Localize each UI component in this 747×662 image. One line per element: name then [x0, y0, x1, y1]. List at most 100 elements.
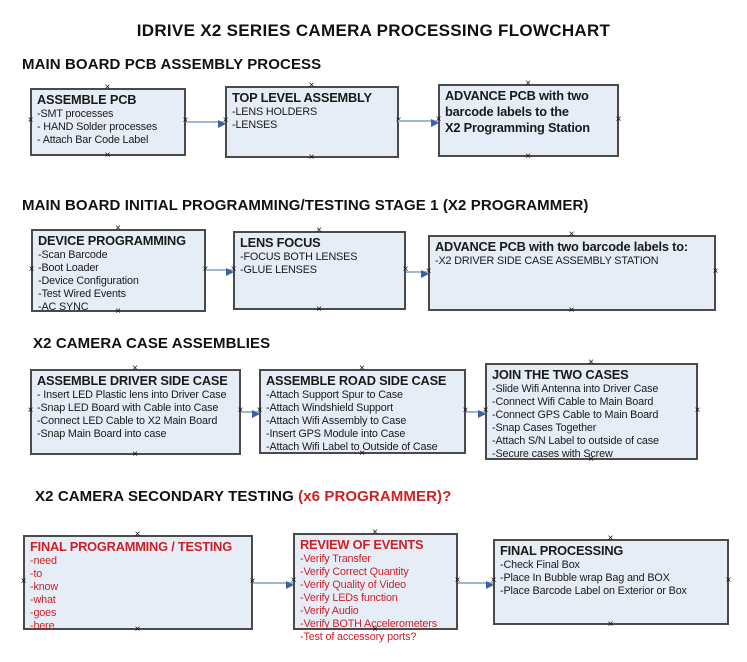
connection-handle-icon — [402, 265, 409, 275]
section-heading-case-assemblies: X2 CAMERA CASE ASSEMBLIES — [33, 335, 271, 352]
flow-box-final-processing: FINAL PROCESSING -Check Final Box -Place… — [493, 539, 729, 625]
flow-box-assemble-driver-side-case: ASSEMBLE DRIVER SIDE CASE - Insert LED P… — [30, 369, 241, 455]
box-line: -to — [30, 568, 43, 580]
section-heading-pcb-assembly: MAIN BOARD PCB ASSEMBLY PROCESS — [22, 56, 322, 73]
box-line: -Verify BOTH Accelerometers — [300, 618, 437, 630]
connection-handle-icon — [568, 306, 575, 316]
connection-handle-icon — [525, 79, 532, 89]
box-line: -Place In Bubble wrap Bag and BOX — [500, 572, 670, 584]
box-line: -Check Final Box — [500, 559, 580, 571]
box-line: -Slide Wifi Antenna into Driver Case — [492, 383, 659, 395]
connection-handle-icon — [372, 625, 379, 635]
box-title: JOIN THE TWO CASES — [492, 367, 629, 382]
connection-handle-icon — [316, 226, 323, 236]
connection-handle-icon — [115, 224, 122, 234]
box-line: -what — [30, 594, 56, 606]
box-line: -GLUE LENSES — [240, 264, 317, 276]
box-title-line: barcode labels to the — [445, 104, 569, 119]
box-title: ASSEMBLE PCB — [37, 92, 137, 107]
box-line: -Test of accessory ports? — [300, 631, 417, 643]
flow-box-assemble-road-side-case: ASSEMBLE ROAD SIDE CASE -Attach Support … — [259, 369, 466, 454]
connection-handle-icon — [725, 576, 732, 586]
box-line: -Secure cases with Screw — [492, 448, 613, 460]
connection-handle-icon — [28, 265, 35, 275]
flow-arrow — [406, 270, 429, 278]
connection-handle-icon — [607, 534, 614, 544]
box-line: -LENSES — [232, 119, 278, 131]
flow-box-advance-pcb-driver-side-station: ADVANCE PCB with two barcode labels to: … — [428, 235, 716, 311]
box-line: -Attach S/N Label to outside of case — [492, 435, 659, 447]
box-title: ASSEMBLE DRIVER SIDE CASE — [37, 373, 228, 388]
box-line: -Verify LEDs function — [300, 592, 398, 604]
connection-handle-icon — [694, 406, 701, 416]
connection-handle-icon — [27, 116, 34, 126]
box-line: -Verify Transfer — [300, 553, 371, 565]
connection-handle-icon — [132, 364, 139, 374]
box-title: FINAL PROGRAMMING / TESTING — [30, 539, 232, 554]
box-line: -Verify Correct Quantity — [300, 566, 409, 578]
box-line: -Attach Support Spur to Case — [266, 389, 403, 401]
box-line: -need — [30, 555, 57, 567]
box-line: -FOCUS BOTH LENSES — [240, 251, 358, 263]
box-line: -Connect Wifi Cable to Main Board — [492, 396, 654, 408]
box-line: -Snap LED Board with Cable into Case — [37, 402, 219, 414]
box-line: -Attach Windshield Support — [266, 402, 393, 414]
box-line: -Connect LED Cable to X2 Main Board — [37, 415, 218, 427]
flow-arrow — [398, 119, 439, 127]
connection-handle-icon — [607, 620, 614, 630]
box-line: -Attach Wifi Label to Outside of Case — [266, 441, 438, 453]
box-line: -Snap Cases Together — [492, 422, 597, 434]
flow-box-review-of-events: REVIEW OF EVENTS -Verify Transfer -Verif… — [293, 533, 458, 643]
box-title: ADVANCE PCB with two barcode labels to: — [435, 239, 688, 254]
section-heading-secondary-testing: X2 CAMERA SECONDARY TESTING (x6 PROGRAMM… — [35, 488, 451, 505]
connection-handle-icon — [132, 450, 139, 460]
box-line: -X2 DRIVER SIDE CASE ASSEMBLY STATION — [435, 255, 659, 267]
connection-handle-icon — [104, 83, 111, 93]
connection-handle-icon — [525, 152, 532, 162]
connection-handle-icon — [712, 267, 719, 277]
connection-handle-icon — [588, 455, 595, 465]
flow-box-assemble-pcb: ASSEMBLE PCB -SMT processes - HAND Solde… — [30, 88, 186, 156]
flow-arrow — [466, 410, 486, 418]
box-line: - HAND Solder processes — [37, 121, 158, 133]
box-line: -Insert GPS Module into Case — [266, 428, 406, 440]
flow-box-top-level-assembly: TOP LEVEL ASSEMBLY -LENS HOLDERS -LENSES — [225, 86, 399, 158]
flow-box-join-the-two-cases: JOIN THE TWO CASES -Slide Wifi Antenna i… — [485, 363, 698, 460]
section-heading-accent: (x6 PROGRAMMER)? — [293, 488, 452, 505]
box-line: -Attach Wifi Assembly to Case — [266, 415, 407, 427]
connection-handle-icon — [104, 151, 111, 161]
flow-arrow — [206, 268, 234, 276]
box-line: -Connect GPS Cable to Main Board — [492, 409, 659, 421]
box-line: -here — [30, 620, 55, 632]
box-title: LENS FOCUS — [240, 235, 321, 250]
connection-handle-icon — [27, 406, 34, 416]
box-title: FINAL PROCESSING — [500, 543, 624, 558]
flow-arrow — [186, 120, 226, 128]
connection-handle-icon — [308, 81, 315, 91]
box-line: -LENS HOLDERS — [232, 106, 318, 118]
box-title: REVIEW OF EVENTS — [300, 537, 424, 552]
box-line: -Scan Barcode — [38, 249, 108, 261]
flow-box-final-programming-testing: FINAL PROGRAMMING / TESTING -need -to -k… — [23, 535, 253, 632]
box-title: TOP LEVEL ASSEMBLY — [232, 90, 372, 105]
box-line: -Place Barcode Label on Exterior or Box — [500, 585, 687, 597]
box-line: - Attach Bar Code Label — [37, 134, 149, 146]
connection-handle-icon — [372, 528, 379, 538]
box-line: -Verify Quality of Video — [300, 579, 407, 591]
box-line: -Snap Main Board into case — [37, 428, 167, 440]
flow-arrow — [241, 410, 260, 418]
connection-handle-icon — [568, 230, 575, 240]
flow-arrow — [253, 581, 294, 589]
connection-handle-icon — [316, 305, 323, 315]
flow-arrow — [458, 581, 494, 589]
flow-box-device-programming: DEVICE PROGRAMMING -Scan Barcode -Boot L… — [28, 229, 206, 313]
box-line: -AC SYNC — [38, 301, 89, 313]
box-title-line: ADVANCE PCB with two — [445, 88, 589, 103]
connection-handle-icon — [308, 153, 315, 163]
box-title-line: X2 Programming Station — [445, 120, 590, 135]
connection-handle-icon — [359, 449, 366, 459]
box-title: DEVICE PROGRAMMING — [38, 233, 186, 248]
connection-handle-icon — [615, 115, 622, 125]
page-title: IDRIVE X2 SERIES CAMERA PROCESSING FLOWC… — [136, 21, 611, 40]
